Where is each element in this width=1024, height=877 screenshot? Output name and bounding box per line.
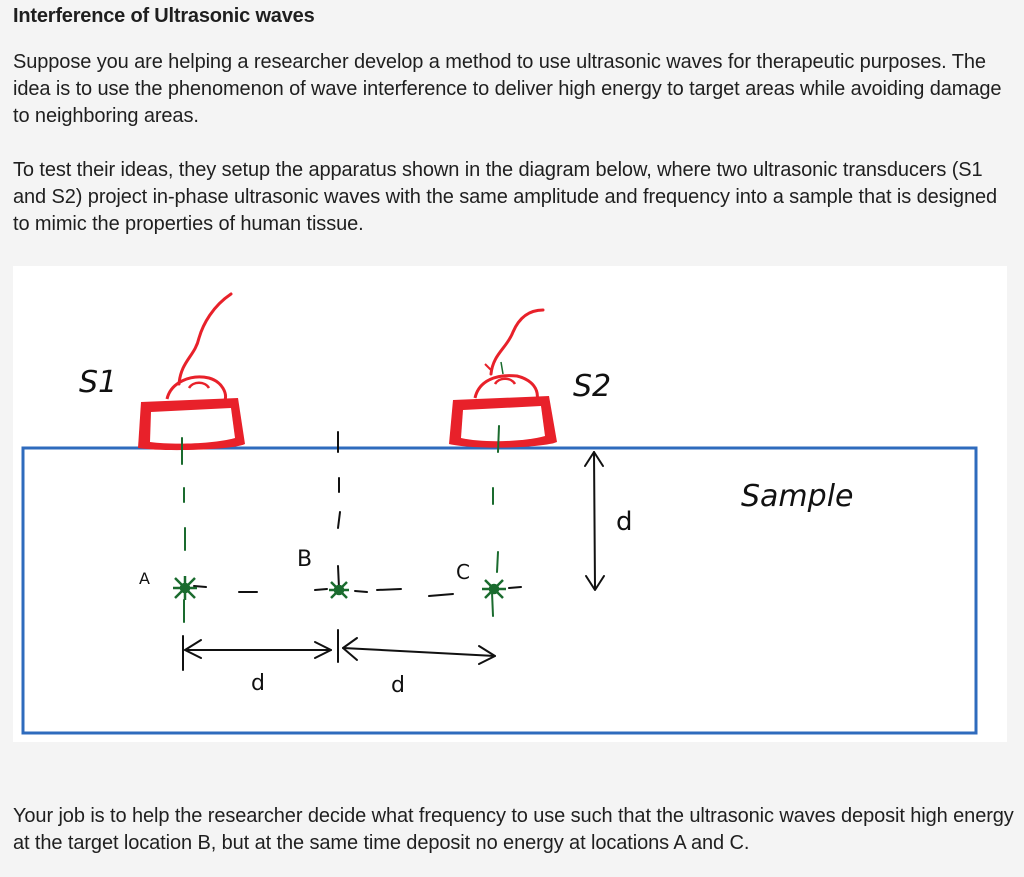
label-d-depth: d xyxy=(616,507,633,537)
points-line xyxy=(193,585,522,597)
setup-paragraph: To test their ideas, they setup the appa… xyxy=(13,159,998,235)
label-a: A xyxy=(139,569,150,588)
label-c: C xyxy=(456,560,470,584)
diagram-svg: S1 S2 A B C d d d Sample xyxy=(21,292,978,735)
midline xyxy=(337,431,341,589)
sample-block xyxy=(21,446,978,735)
page-title: Interference of Ultrasonic waves xyxy=(13,5,315,27)
label-d-right: d xyxy=(391,673,405,698)
label-sample: Sample xyxy=(741,479,854,514)
s2-axis-line xyxy=(491,425,500,617)
depth-arrow xyxy=(584,451,605,591)
intro-paragraph: Suppose you are helping a researcher dev… xyxy=(13,51,1002,127)
point-c-marker xyxy=(482,579,506,599)
label-s1: S1 xyxy=(79,365,117,400)
task-paragraph: Your job is to help the researcher decid… xyxy=(13,805,1014,854)
point-b-marker xyxy=(329,581,349,599)
label-d-left: d xyxy=(251,671,265,696)
apparatus-diagram: S1 S2 A B C d d d Sample xyxy=(13,266,1007,742)
label-s2: S2 xyxy=(573,369,611,404)
distance-arrows xyxy=(182,629,496,671)
label-b: B xyxy=(297,547,312,572)
transducer-s1 xyxy=(138,292,245,451)
s1-axis-line xyxy=(181,437,186,623)
transducer-s2 xyxy=(449,308,557,448)
point-a-marker xyxy=(173,576,197,600)
